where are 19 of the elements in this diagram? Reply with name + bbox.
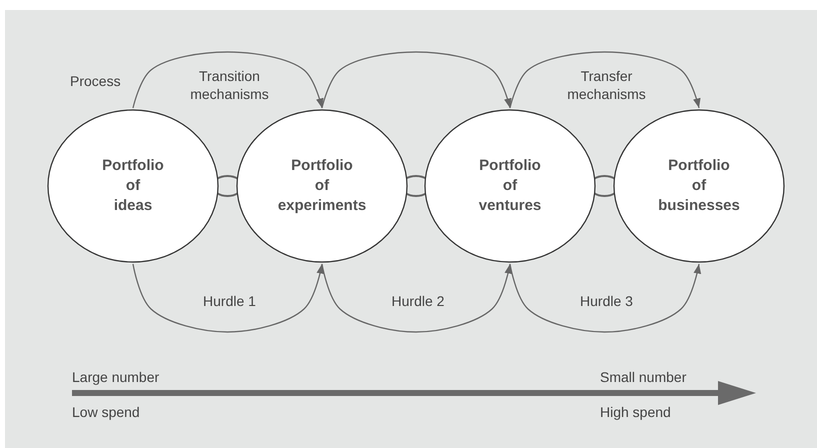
- curved-arrow: [321, 264, 512, 333]
- text-label: Small number: [600, 368, 686, 386]
- node-label: Portfolio of ventures: [478, 156, 542, 216]
- text-label: High spend: [600, 403, 671, 421]
- curved-arrow: [509, 51, 700, 108]
- node-label: Portfolio of ideas: [102, 156, 164, 216]
- node-label: Portfolio of businesses: [658, 156, 740, 216]
- portfolio-ellipse: [48, 110, 218, 262]
- curved-arrow: [509, 264, 702, 333]
- text-label: Large number: [72, 368, 160, 386]
- portfolio-ellipse: [425, 110, 595, 262]
- portfolio-ellipse: [237, 110, 407, 262]
- curved-arrow: [321, 51, 512, 108]
- portfolio-ellipse: [614, 110, 784, 262]
- curved-arrow: [132, 264, 324, 333]
- curved-arrow: [132, 51, 324, 108]
- text-label: Process: [70, 72, 121, 90]
- text-label: Low spend: [72, 403, 140, 421]
- node-label: Portfolio of experiments: [278, 156, 366, 216]
